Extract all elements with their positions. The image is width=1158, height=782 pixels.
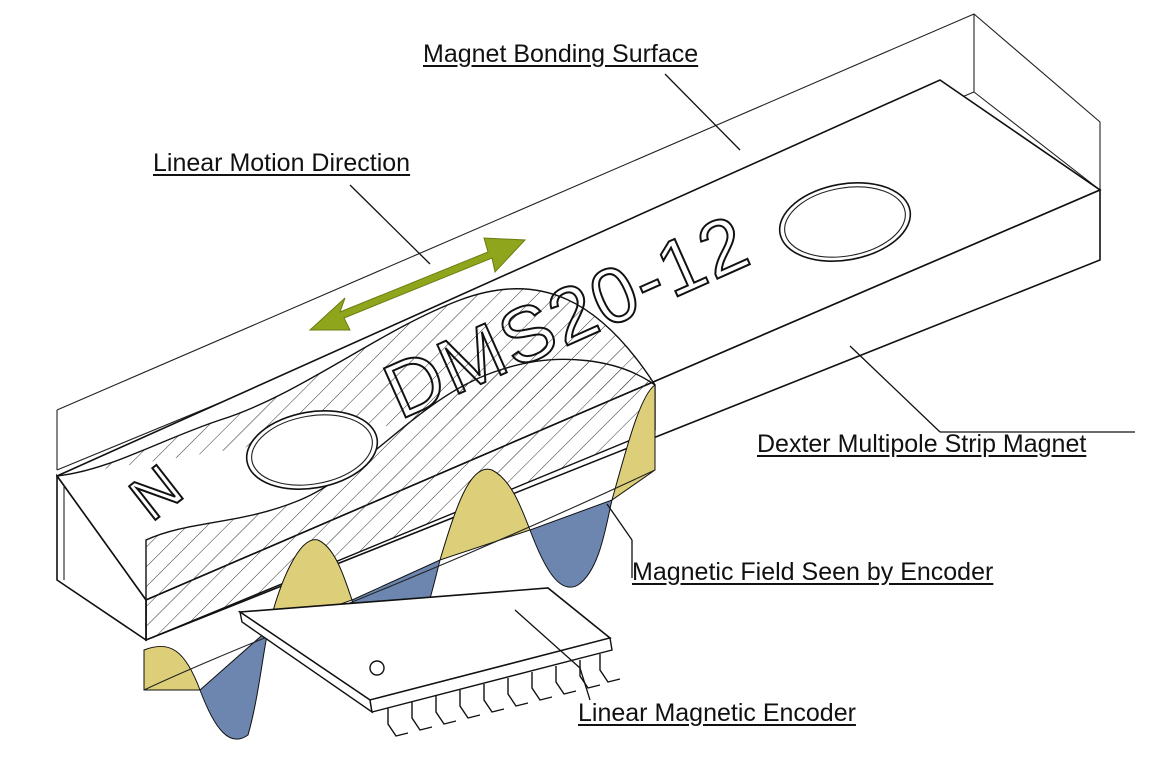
cutaway-top-wave bbox=[56, 287, 656, 477]
leader-bonding-surface bbox=[664, 73, 741, 151]
label-magnetic-field: Magnetic Field Seen by Encoder bbox=[632, 558, 994, 586]
label-magnet-bonding-surface: Magnet Bonding Surface bbox=[423, 40, 699, 68]
label-linear-motion-direction: Linear Motion Direction bbox=[153, 149, 411, 177]
leader-motion-direction bbox=[349, 184, 431, 265]
pin-one-marker bbox=[369, 660, 385, 676]
recess-circle-near bbox=[245, 410, 379, 490]
field-north-lobe-4 bbox=[611, 384, 656, 502]
field-south-lobe-1 bbox=[199, 628, 269, 740]
leader-magnetic-field bbox=[606, 503, 633, 541]
leader-encoder bbox=[514, 609, 581, 669]
label-linear-magnetic-encoder: Linear Magnetic Encoder bbox=[578, 699, 856, 727]
linear-motion-arrow bbox=[308, 237, 527, 331]
label-strip-magnet: Dexter Multipole Strip Magnet bbox=[757, 430, 1087, 458]
leader-strip-magnet bbox=[849, 345, 941, 433]
field-north-lobe-3 bbox=[439, 468, 531, 561]
field-south-lobe-3 bbox=[529, 499, 613, 588]
encoder-chip bbox=[237, 587, 621, 737]
recess-circle-far bbox=[778, 182, 912, 262]
